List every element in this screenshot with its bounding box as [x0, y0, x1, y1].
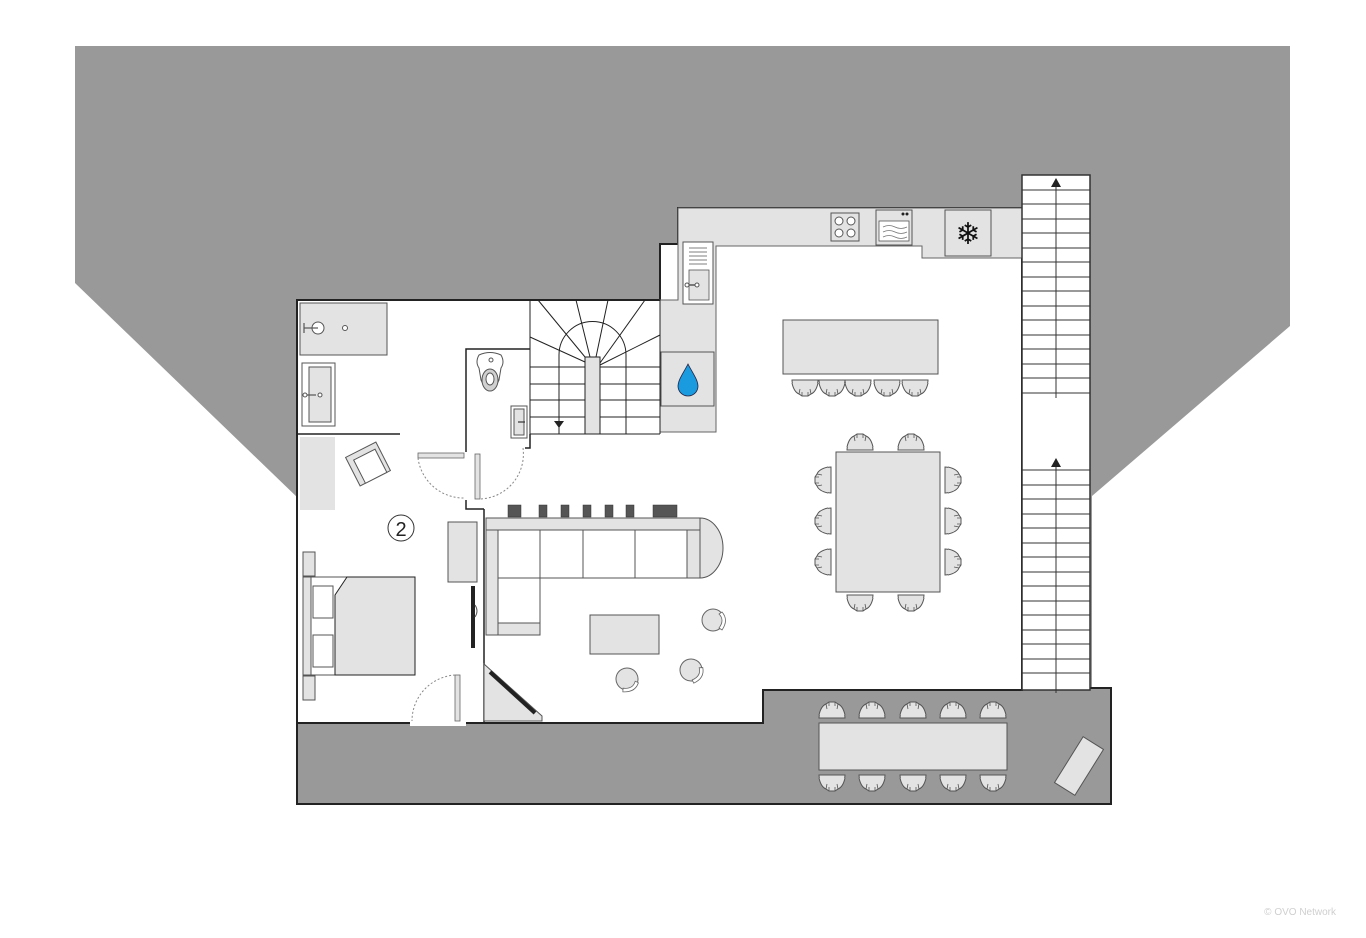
terrace-table: [818, 722, 1008, 771]
water-drop-icon: [677, 363, 699, 397]
coffee-table: [589, 614, 660, 655]
oven-icon: [875, 209, 913, 246]
wardrobe: [300, 437, 335, 510]
kitchen-sink: [682, 241, 714, 305]
sink-icon: [684, 282, 690, 288]
bedroom-tv: [471, 586, 478, 648]
cooktop-icon: [830, 212, 860, 242]
bathroom-sink: [301, 362, 336, 427]
arrow-up-icon: [1051, 458, 1061, 467]
bathtub: [299, 302, 388, 356]
corner-sofa: [485, 517, 724, 636]
bar-stools: [791, 379, 929, 397]
internal-staircase: [529, 299, 661, 435]
toilet-icon: [476, 352, 504, 392]
armchair: [344, 441, 392, 487]
exterior-staircase: [1021, 174, 1091, 693]
room-number: 2: [395, 519, 406, 541]
dresser: [447, 521, 478, 583]
wc-room: [465, 348, 531, 452]
doors-hall: [417, 447, 524, 510]
dining-table: [835, 451, 941, 593]
shelf-items: [507, 504, 678, 518]
double-bed: [302, 551, 416, 701]
kitchen-island: [782, 319, 939, 375]
arrow-up-icon: [1051, 178, 1061, 187]
corner-tv-unit: [483, 662, 543, 722]
sun-lounger: [1053, 736, 1105, 796]
fridge: ❄: [944, 209, 992, 257]
arrow-down-icon: [554, 421, 564, 428]
room-number-badge: 2: [387, 514, 415, 542]
snowflake-icon: ❄: [955, 217, 980, 252]
water-heater: [660, 351, 715, 407]
bedroom-door: [410, 674, 466, 726]
copyright-notice: © OVO Network: [1264, 907, 1336, 918]
